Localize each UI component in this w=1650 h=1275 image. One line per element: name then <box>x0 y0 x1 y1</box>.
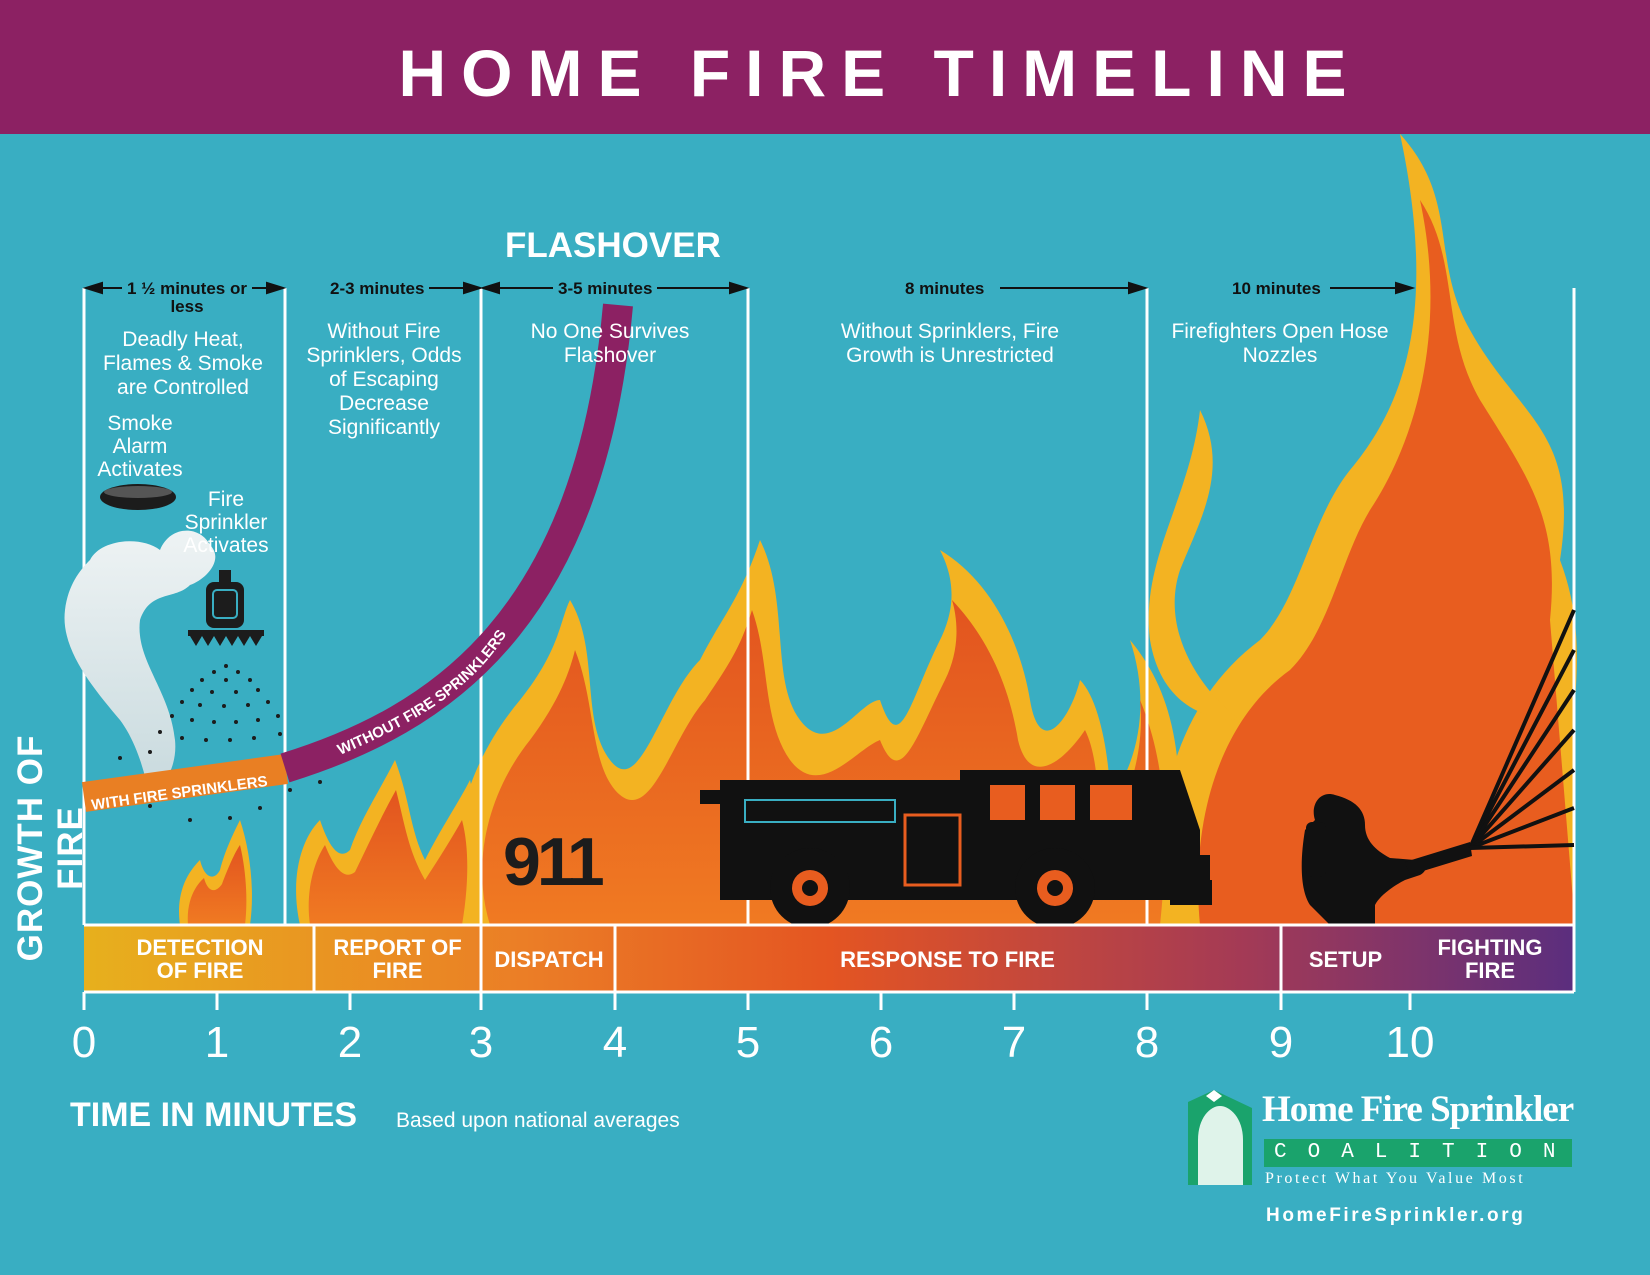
flashover-label: FLASHOVER <box>505 226 721 265</box>
tick-8: 8 <box>1134 1018 1160 1067</box>
emergency-call-number: 911 <box>503 824 605 900</box>
duration-label-5: 10 minutes <box>1227 280 1326 298</box>
sprinkler-label: Fire Sprinkler Activates <box>183 488 269 557</box>
phase-response: RESPONSE TO FIRE <box>840 946 1055 972</box>
tick-3: 3 <box>468 1018 494 1067</box>
duration-label-4: 8 minutes <box>900 280 990 298</box>
phase-band <box>84 926 1574 992</box>
note-flashover: No One Survives Flashover <box>530 320 690 367</box>
tick-4: 4 <box>602 1018 628 1067</box>
note-hose-nozzles: Firefighters Open Hose Nozzles <box>1171 320 1389 367</box>
duration-label-2: 2-3 minutes <box>325 280 430 298</box>
firefighter-icon <box>1301 794 1472 925</box>
fire-truck-icon <box>700 770 1212 928</box>
tick-10: 10 <box>1385 1018 1435 1067</box>
logo-tagline: Protect What You Value Most <box>1265 1170 1526 1187</box>
sprinkler-head-icon <box>188 570 264 646</box>
curve-with-sprinklers <box>82 754 289 812</box>
phase-setup: SETUP <box>1308 946 1383 972</box>
tick-5: 5 <box>735 1018 761 1067</box>
smoke-alarm-icon <box>100 484 176 510</box>
website-link[interactable]: HomeFireSprinkler.org <box>1266 1205 1526 1226</box>
coalition-logo-icon <box>1188 1090 1252 1185</box>
phase-fighting: FIGHTING FIRE <box>1437 935 1543 983</box>
phase-band-dividers <box>84 923 1576 992</box>
note-escape-odds: Without Fire Sprinklers, Odds of Escapin… <box>306 320 462 439</box>
note-sprinklers-control: Deadly Heat, Flames & Smoke are Controll… <box>103 328 263 399</box>
tick-2: 2 <box>337 1018 363 1067</box>
tick-9: 9 <box>1268 1018 1294 1067</box>
curve-without-sprinklers <box>280 303 633 783</box>
tick-0: 0 <box>71 1018 97 1067</box>
logo-name: Home Fire Sprinkler <box>1262 1089 1574 1130</box>
tick-6: 6 <box>868 1018 894 1067</box>
flame-large-right <box>1148 134 1577 925</box>
smoke-alarm-label: Smoke Alarm Activates <box>97 412 183 481</box>
phase-dispatch: DISPATCH <box>494 946 604 972</box>
x-axis-label: TIME IN MINUTES <box>70 1096 358 1134</box>
tick-7: 7 <box>1001 1018 1027 1067</box>
duration-label-3: 3-5 minutes <box>553 280 658 298</box>
water-spray <box>1468 609 1576 850</box>
sprinkler-spray <box>96 664 322 822</box>
phase-detection: DETECTION OF FIRE <box>136 935 264 983</box>
smoke-plume <box>64 530 216 800</box>
header-bar <box>0 0 1650 134</box>
note-fire-growth: Without Sprinklers, Fire Growth is Unres… <box>840 320 1060 367</box>
x-axis <box>82 990 1574 1010</box>
x-axis-note: Based upon national averages <box>396 1109 680 1132</box>
page-title: HOME FIRE TIMELINE <box>398 36 1362 110</box>
y-axis-label: GROWTH OF FIRE <box>11 734 90 962</box>
duration-label-1: 1 ½ minutes or less <box>122 280 252 316</box>
tick-1: 1 <box>204 1018 230 1067</box>
phase-report: REPORT OF FIRE <box>333 935 462 983</box>
logo-coalition: COALITION <box>1264 1139 1572 1167</box>
